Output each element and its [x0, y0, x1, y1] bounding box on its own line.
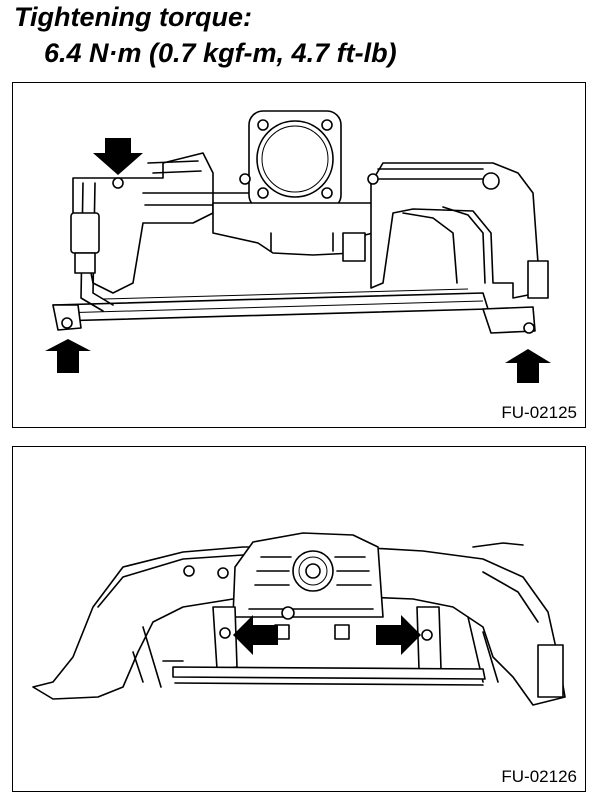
manifold-top-view-drawing	[45, 110, 551, 383]
figure-code: FU-02125	[501, 403, 577, 422]
figure-top-view: FU-02125	[12, 82, 586, 428]
bolt-icon	[523, 322, 535, 334]
torque-value: 6.4 N·m (0.7 kgf-m, 4.7 ft-lb)	[44, 38, 397, 68]
figure-code: FU-02126	[501, 767, 577, 786]
solid-black-arrow-icon	[45, 339, 91, 373]
torque-heading: Tightening torque:	[14, 2, 252, 32]
bolt-icon	[219, 627, 231, 639]
solid-black-arrow-icon	[233, 615, 278, 655]
bolt-icon	[421, 629, 433, 641]
solid-black-arrow-icon	[505, 349, 551, 383]
solid-black-arrow-icon	[376, 615, 421, 655]
bolt-icon	[61, 317, 73, 329]
bolt-icon	[112, 177, 124, 189]
figure-front-view: FU-02126	[12, 446, 586, 792]
manifold-front-view-drawing	[32, 532, 566, 706]
solid-black-arrow-icon	[93, 138, 143, 175]
